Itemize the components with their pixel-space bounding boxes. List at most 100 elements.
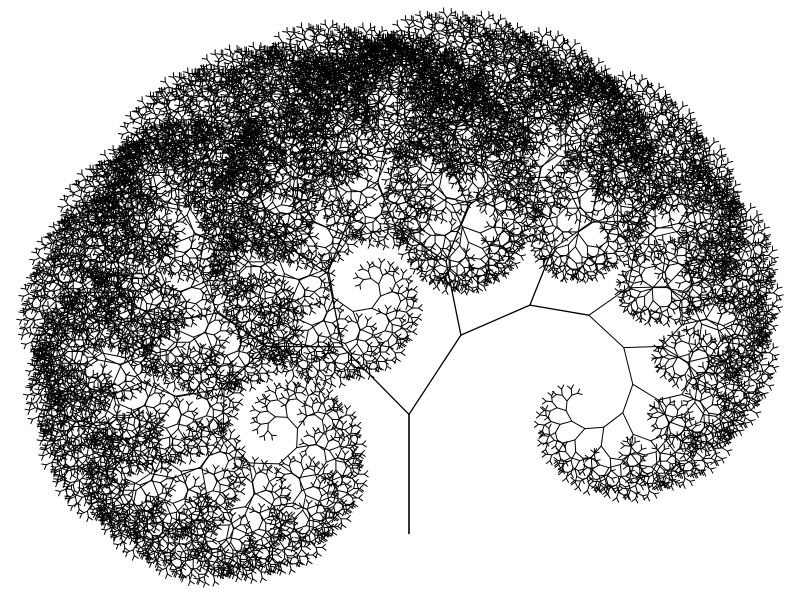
branch <box>293 509 304 520</box>
branch <box>313 437 318 446</box>
branch <box>342 499 348 504</box>
branch <box>347 505 352 510</box>
branch <box>263 435 266 441</box>
branch <box>323 478 327 484</box>
branch <box>314 534 317 542</box>
branch <box>318 521 325 528</box>
branch <box>337 431 341 437</box>
branch <box>357 467 361 475</box>
branch <box>344 404 348 410</box>
branch <box>356 422 362 427</box>
branch <box>356 467 362 472</box>
branch <box>310 397 314 403</box>
branch <box>285 404 287 410</box>
branch <box>323 404 327 413</box>
branch <box>345 408 348 416</box>
branch <box>338 403 343 409</box>
branch <box>264 389 271 393</box>
branch <box>358 497 364 502</box>
branch <box>360 453 366 457</box>
branch <box>306 404 313 408</box>
branch <box>330 496 341 500</box>
branch <box>357 434 362 439</box>
branch <box>340 419 344 425</box>
branch <box>335 512 342 520</box>
branch <box>263 430 269 436</box>
branch <box>261 405 268 408</box>
branch <box>347 438 350 446</box>
branch <box>330 434 334 440</box>
branch <box>326 388 330 394</box>
branch <box>354 446 359 451</box>
branch <box>346 471 352 477</box>
branch <box>332 471 338 476</box>
branch <box>331 418 334 426</box>
branch <box>313 431 316 438</box>
branch <box>346 509 352 514</box>
branch <box>267 410 276 418</box>
branch <box>346 480 352 485</box>
branch <box>266 385 271 391</box>
branch <box>363 470 369 475</box>
branch <box>254 421 262 425</box>
branch <box>294 537 301 539</box>
branch <box>308 434 315 438</box>
branch <box>337 525 342 530</box>
branch <box>283 396 290 401</box>
branch <box>352 416 357 421</box>
branch <box>323 441 329 451</box>
branch <box>252 428 258 432</box>
branch <box>269 389 276 394</box>
branch <box>259 435 265 438</box>
branch <box>293 385 296 393</box>
branch <box>353 453 359 458</box>
branch <box>296 428 298 449</box>
branch <box>301 392 307 396</box>
branch <box>327 392 330 400</box>
branch <box>341 346 410 416</box>
branch <box>359 488 365 492</box>
branch <box>305 382 308 390</box>
branch <box>348 435 354 440</box>
branch <box>256 396 261 402</box>
branch <box>315 382 321 387</box>
branch <box>357 464 363 469</box>
branch <box>332 401 335 408</box>
branch <box>329 527 335 531</box>
branch <box>319 496 332 502</box>
branch <box>340 477 343 485</box>
branch <box>328 404 332 410</box>
branch <box>335 460 346 464</box>
branch <box>358 455 364 459</box>
branch <box>362 479 368 485</box>
branch <box>326 413 333 420</box>
branch <box>324 424 328 430</box>
branch <box>254 401 261 404</box>
branch <box>351 504 356 508</box>
branch <box>351 478 356 484</box>
branch <box>361 443 367 448</box>
branch <box>344 462 351 469</box>
branch <box>344 509 348 516</box>
branch <box>308 529 316 536</box>
branch <box>352 491 357 496</box>
branch <box>277 399 286 407</box>
branch <box>344 458 353 464</box>
branch <box>323 527 326 534</box>
branch <box>319 386 325 391</box>
branch <box>352 449 356 457</box>
branch <box>340 444 349 450</box>
branch <box>280 386 288 391</box>
branch <box>318 389 321 397</box>
branch <box>286 416 298 430</box>
branch <box>305 430 310 436</box>
branch <box>296 398 305 405</box>
branch <box>351 464 354 472</box>
branch <box>338 414 347 420</box>
branch <box>256 411 261 418</box>
branch <box>346 434 350 440</box>
branch <box>314 385 317 393</box>
branch <box>263 393 267 399</box>
branch <box>267 422 269 432</box>
